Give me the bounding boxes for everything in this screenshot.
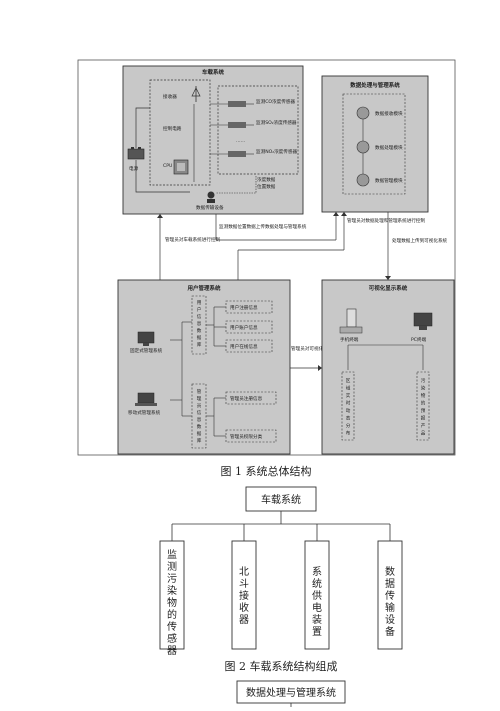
- control-circuit-label: 控制电路: [163, 125, 182, 132]
- concentration-data-label: 浓度数据: [257, 176, 276, 183]
- module-icons: [356, 106, 370, 187]
- power-label: 电源: [129, 165, 139, 172]
- user-item-3: 用户在线信息: [230, 343, 258, 350]
- fig2-child-4-label-text: 数据传输设备: [385, 565, 395, 638]
- data-module-1: 数据接收模块: [375, 110, 403, 117]
- mobile-system-label: 移动式管理系统: [128, 409, 161, 416]
- figure-2-caption: 图 2 车载系统结构组成: [225, 659, 338, 673]
- figure-3: 数据处理与管理系统: [236, 680, 346, 707]
- user-management-box: 用户管理系统 固定式管理系统 移动式管理系统 用户注册信息: [117, 279, 291, 455]
- admin-manage-viz-label: 管理员对可视化系统进行管理: [291, 345, 351, 352]
- transmission-device-icon: [207, 191, 215, 203]
- fixed-system-label: 固定式管理系统: [130, 347, 163, 354]
- data-processing-title: 数据处理与管理系统: [350, 81, 400, 89]
- sensor-so2-label: 监测SO₂浓度传感器: [256, 119, 297, 126]
- user-item-1: 用户注册信息: [230, 304, 258, 311]
- figure-2: 车载系统: [159, 486, 403, 650]
- pc-icon: [413, 312, 433, 330]
- antenna-icon: [191, 86, 201, 182]
- visualization-title: 可视化显示系统: [369, 284, 408, 292]
- admin-item-2: 管理员权限分类: [230, 433, 263, 440]
- fig2-child-2-label: 北斗接收器: [239, 566, 249, 626]
- vehicle-system-box: 车载系统 接收器 控制电路 CPU 电源: [122, 65, 304, 215]
- data-module-2: 数据处理模块: [375, 144, 403, 151]
- fig2-child-3-label-text: 系统供电装置: [312, 566, 322, 638]
- region-display-label: 区域实时动态分布: [346, 378, 351, 437]
- pollutant-product-label-text: 污染物的预报产品: [421, 377, 426, 437]
- user-item-2: 用户账户信息: [230, 324, 258, 331]
- cpu-label: CPU: [163, 163, 172, 169]
- figure-1-caption: 图 1 系统总体结构: [221, 464, 312, 478]
- user-db-label: 用户信息数据库: [197, 300, 202, 348]
- admin-db-label-text: 管理员信息数据库: [197, 388, 202, 444]
- upload-viz-label: 处理数据上传到可视化系统: [392, 237, 448, 244]
- vehicle-system-title: 车载系统: [202, 68, 225, 76]
- figure-1-connectors: [157, 212, 391, 371]
- laptop-icon: [135, 392, 157, 406]
- position-data-label: 位置数据: [257, 183, 276, 190]
- pollutant-product-label: 污染物的预报产品: [421, 377, 426, 437]
- fig3-root-label: 数据处理与管理系统: [246, 686, 336, 699]
- pc-terminal-label: PC终端: [411, 336, 427, 343]
- sensor-no2-label: 监测NO₂浓度传感器: [256, 148, 297, 155]
- fig2-child-2-label-text: 北斗接收器: [239, 566, 249, 626]
- upload-data-label: 监测数据位置数据上传数据处理与管理系统: [219, 223, 307, 230]
- control-dashed-box: [149, 79, 211, 186]
- fig2-child-3-label: 系统供电装置: [312, 566, 322, 638]
- mobile-terminal-label: 手机终端: [340, 336, 359, 343]
- fig2-child-3-box: [304, 540, 330, 650]
- desktop-icon: [137, 331, 155, 346]
- fig2-child-2-box: [231, 540, 257, 650]
- transmission-device-label: 数据传输设备: [196, 204, 224, 211]
- sensor-co-label: 监测CO浓度传感器: [256, 98, 295, 105]
- data-module-3: 数据管理模块: [375, 177, 403, 184]
- admin-control-data-label: 管理员对数据处理和管理系统进行控制: [347, 217, 426, 224]
- region-display-label-text: 区域实时动态分布: [346, 378, 351, 437]
- fig2-child-1-label: 监测污染物的传感器: [167, 548, 177, 657]
- admin-control-vehicle-label: 管理员对车载系统进行控制: [165, 236, 221, 243]
- fig2-child-1-box: [159, 540, 185, 650]
- cpu-icon: [173, 159, 189, 175]
- fig2-child-4-box: [377, 540, 403, 650]
- admin-db-label: 管理员信息数据库: [197, 388, 202, 444]
- data-processing-box: 数据处理与管理系统 数据接收模块 数据处理模块 数据管理模块: [321, 75, 429, 213]
- fig2-child-1-label-text: 监测污染物的传感器: [167, 548, 177, 657]
- fig2-child-4-label: 数据传输设备: [385, 565, 395, 638]
- user-db-label-text: 用户信息数据库: [197, 300, 202, 348]
- sensor-dots-label: ……: [236, 139, 246, 144]
- user-management-title: 用户管理系统: [186, 284, 221, 292]
- receiver-label: 接收器: [163, 93, 177, 100]
- fig2-root-label: 车载系统: [261, 493, 301, 506]
- battery-icon: [127, 147, 145, 160]
- sensor-icons: [210, 101, 254, 157]
- fig2-root-box: [245, 486, 317, 512]
- visualization-box: 可视化显示系统 手机终端 PC终端: [321, 279, 455, 455]
- phone-icon: [339, 308, 363, 334]
- admin-item-1: 管理员注册信息: [230, 395, 263, 402]
- sensor-dashed-box: [217, 85, 299, 175]
